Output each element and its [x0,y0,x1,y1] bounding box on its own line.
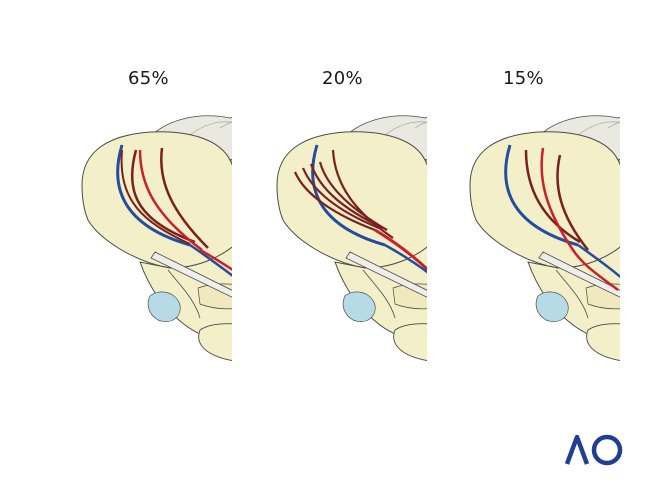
panel-label-20: 20% [322,68,363,89]
panel-label-65: 65% [128,68,169,89]
panel-1-illustration [82,90,232,403]
panel-2-illustration [277,90,427,403]
panel-label-15: 15% [503,68,544,89]
panel-3-illustration [470,90,620,403]
ao-logo: AO [565,434,623,466]
